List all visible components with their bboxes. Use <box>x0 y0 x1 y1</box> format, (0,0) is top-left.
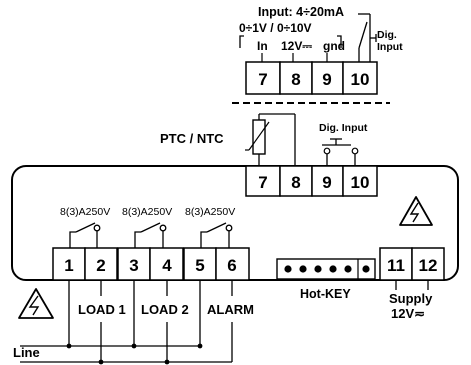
relay-rating-1: 8(3)A250V <box>60 206 110 218</box>
relay-rating-3: 8(3)A250V <box>185 206 235 218</box>
top-terminal-9: 9 <box>322 70 331 89</box>
warning-triangle-icon-left <box>18 288 54 319</box>
terminal-11: 11 <box>387 256 405 275</box>
mid-terminal-8: 8 <box>291 173 300 192</box>
terminal-2: 2 <box>96 256 105 275</box>
hot-key-label: Hot-KEY <box>300 287 351 301</box>
pin-label-12v: 12V⎓ <box>281 39 312 53</box>
ptc-ntc-probe-symbol <box>245 113 296 166</box>
load-1-label: LOAD 1 <box>78 302 126 317</box>
mid-terminal-block: 7 8 9 10 <box>245 165 378 197</box>
pin-label-in: In <box>257 39 268 53</box>
mid-terminal-9: 9 <box>322 173 331 192</box>
wire-junctions <box>66 343 203 365</box>
warning-triangle-icon-right <box>399 196 433 226</box>
mid-terminal-7: 7 <box>258 173 267 192</box>
load-2-label: LOAD 2 <box>141 302 189 317</box>
terminal-5: 5 <box>195 256 204 275</box>
load-wiring <box>20 280 233 363</box>
probe-label: PTC / NTC <box>160 131 224 146</box>
pin-label-gnd: gnd <box>323 39 345 53</box>
terminal-12: 12 <box>419 256 438 275</box>
top-terminal-block: 7 8 9 10 <box>245 61 378 95</box>
top-terminal-10: 10 <box>351 70 370 89</box>
terminal-3: 3 <box>129 256 138 275</box>
dig-input-label-mid: Dig. Input <box>319 122 368 134</box>
hot-key-socket <box>276 258 376 280</box>
line-label: Line <box>13 345 40 360</box>
dig-input-label-1: Dig. <box>377 29 397 41</box>
supply-terminal-block: 11 12 <box>379 247 445 281</box>
mid-terminal-10: 10 <box>351 173 370 192</box>
supply-label: Supply <box>389 291 433 306</box>
alarm-label: ALARM <box>207 302 254 317</box>
input-title: Input: 4÷20mA <box>258 5 344 19</box>
dig-input-label-2: Input <box>377 41 403 53</box>
supply-voltage-label: 12V≂ <box>391 306 425 321</box>
top-terminal-7: 7 <box>258 70 267 89</box>
terminal-6: 6 <box>227 256 236 275</box>
relay-rating-2: 8(3)A250V <box>122 206 172 218</box>
terminal-4: 4 <box>162 256 172 275</box>
bottom-terminal-block: 1 2 3 4 5 6 <box>52 247 250 281</box>
input-range: 0÷1V / 0÷10V <box>239 21 312 35</box>
top-terminal-8: 8 <box>291 70 300 89</box>
dig-input-switch <box>322 138 359 166</box>
terminal-1: 1 <box>64 256 73 275</box>
relay-contacts <box>69 222 233 248</box>
